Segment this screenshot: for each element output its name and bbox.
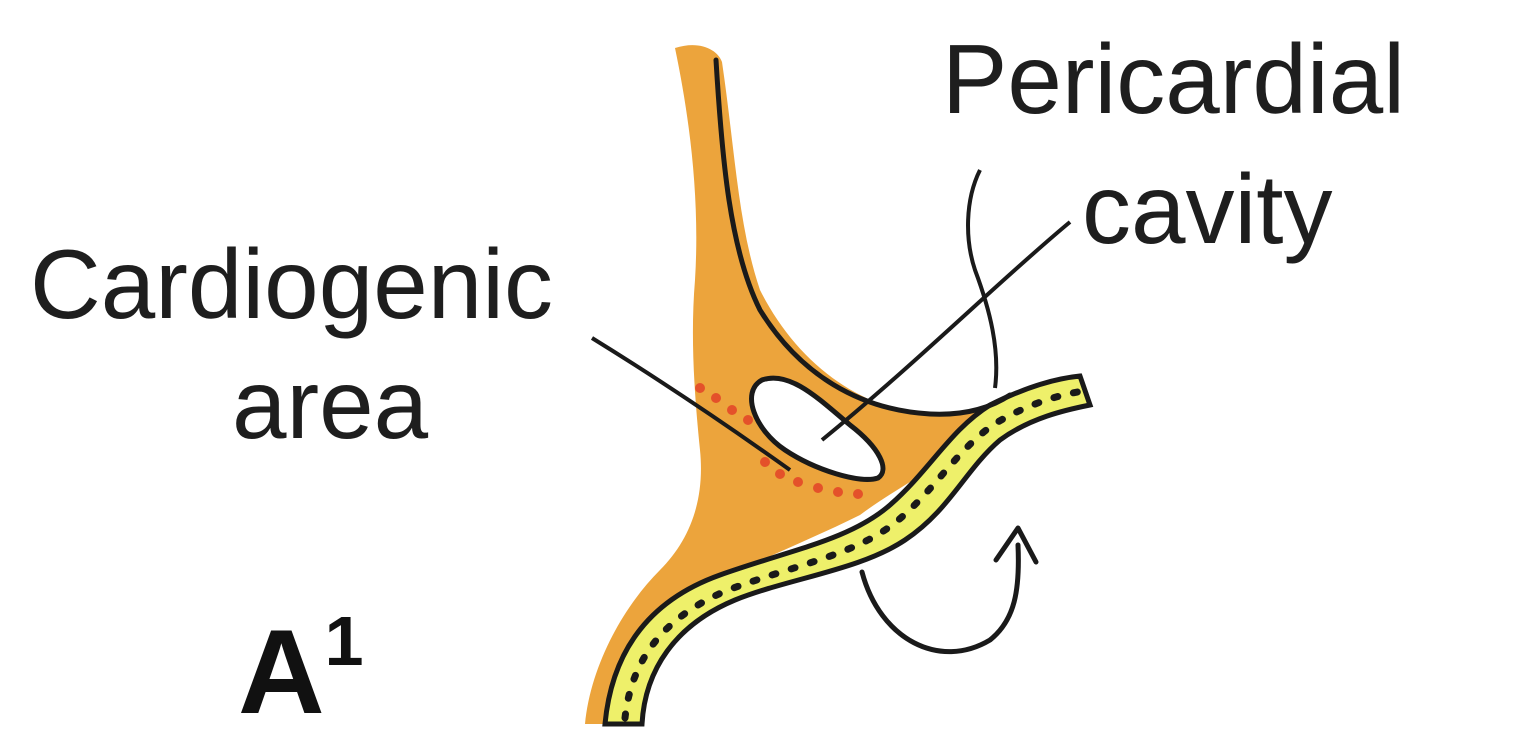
panel-label: A1: [238, 612, 364, 732]
cardiogenic-label-line1: Cardiogenic: [30, 235, 553, 333]
pericardial-bracket-line: [968, 170, 996, 388]
pericardial-label-line2: cavity: [1082, 160, 1333, 258]
cardiogenic-label-line2: area: [232, 355, 428, 453]
pericardial-label-line1: Pericardial: [942, 30, 1405, 128]
panel-superscript: 1: [325, 602, 364, 680]
panel-letter: A: [238, 605, 325, 739]
